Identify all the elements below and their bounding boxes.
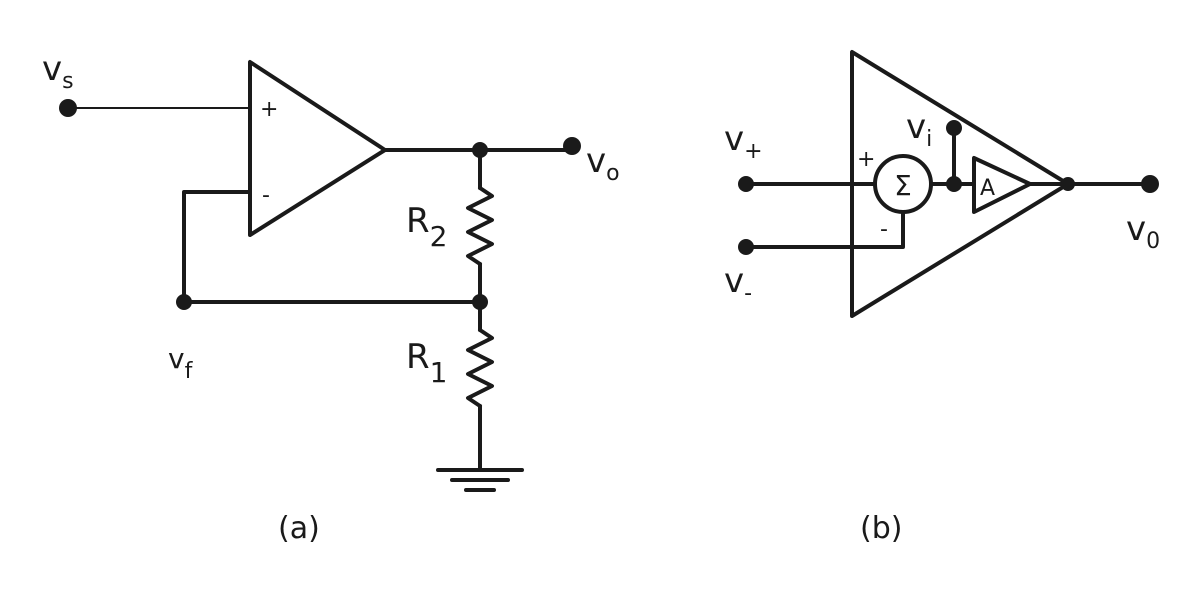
op-amp-a-plus-sign: +	[260, 97, 278, 122]
circuit-b: + - Σ A v+ v- vi v0 (b)	[724, 50, 1160, 546]
vo-label-a: vo	[586, 141, 620, 186]
caption-b: (b)	[860, 511, 902, 546]
v-minus-wire	[744, 210, 905, 249]
vo-terminal	[563, 137, 581, 155]
vo-terminal-b	[1141, 175, 1159, 193]
caption-a: (a)	[278, 511, 320, 546]
vi-label: vi	[906, 107, 932, 152]
circuit-a: + - vs vo vf	[42, 49, 620, 546]
gain-block	[972, 156, 1032, 214]
vo-label-b: v0	[1126, 209, 1160, 254]
v-minus-label: v-	[724, 261, 752, 306]
op-amp-a-triangle	[248, 60, 387, 237]
r1-label: R1	[406, 337, 447, 389]
vs-label: vs	[42, 49, 74, 94]
vi-terminal	[946, 120, 962, 136]
vf-label: vf	[168, 342, 194, 384]
r1-resistor	[466, 328, 494, 408]
gain-label: A	[980, 176, 995, 201]
feedback-wire	[182, 190, 482, 304]
v-plus-label: v+	[724, 119, 763, 164]
r2-resistor	[466, 186, 494, 266]
r2-label: R2	[406, 201, 447, 253]
output-node-b	[1061, 177, 1075, 191]
ground-icon	[436, 468, 524, 492]
sum-plus-sign: +	[857, 147, 875, 172]
vf-node	[176, 294, 192, 310]
sum-minus-sign: -	[880, 217, 888, 242]
op-amp-a-minus-sign: -	[262, 183, 270, 208]
sum-symbol: Σ	[894, 169, 912, 202]
